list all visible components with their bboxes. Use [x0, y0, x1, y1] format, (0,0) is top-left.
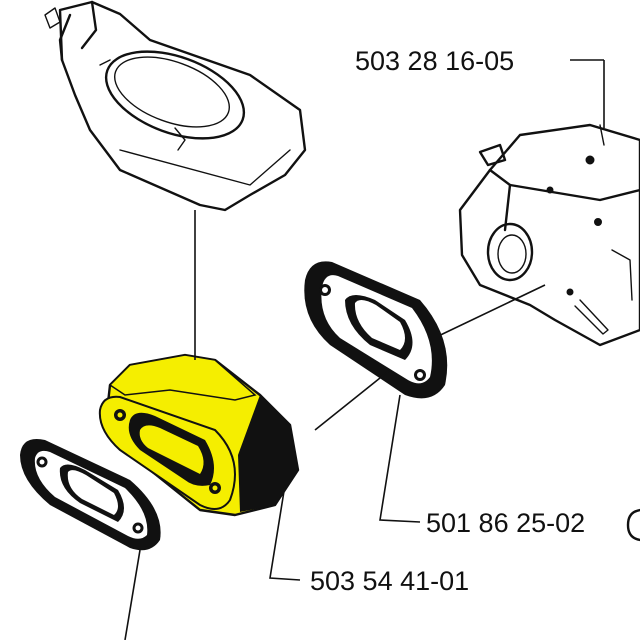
callout-circle-fragment — [626, 508, 640, 542]
carburetor-gasket-leader — [379, 394, 421, 523]
carburetor-gasket-part-number: 501 86 25-02 — [426, 508, 585, 538]
carburetor-part-number: 503 28 16-05 — [355, 46, 514, 76]
carburetor-gasket — [304, 261, 448, 399]
intake-adapter-part-number: 503 54 41-01 — [310, 566, 469, 596]
intake-adapter-leader — [269, 484, 301, 581]
cylinder-gasket-leader — [124, 549, 141, 640]
cylinder-gasket — [20, 439, 161, 551]
carburetor-axis-line — [429, 284, 546, 341]
filter-base-plate — [44, 0, 307, 212]
carburetor — [458, 123, 640, 347]
intake-adapter — [98, 353, 300, 517]
